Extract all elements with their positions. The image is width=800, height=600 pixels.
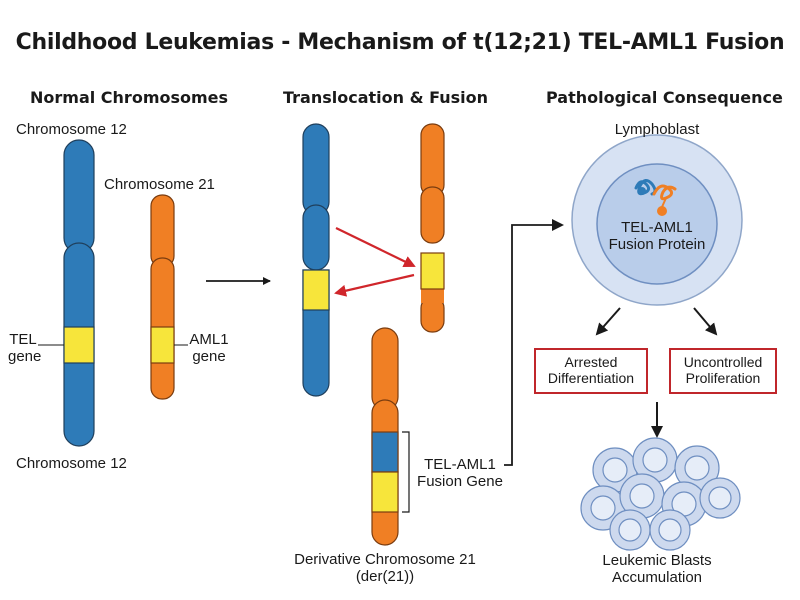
leukemic-blasts-label-line1: Leukemic Blasts (602, 552, 712, 569)
chromosome-12-normal (63, 139, 95, 447)
leukemic-blast-cluster (580, 437, 741, 551)
section-title-translocation: Translocation & Fusion (283, 88, 489, 107)
leukemic-blasts-label-line2: Accumulation (611, 569, 703, 586)
fusion-protein-label-line1: TEL-AML1 (621, 219, 693, 236)
chromosome-12-bottom-label: Chromosome 12 (16, 455, 127, 472)
diagram-title: Childhood Leukemias - Mechanism of t(12;… (15, 30, 785, 55)
arrow-to-proliferation (693, 307, 718, 336)
tel-gene-label: TEL gene (8, 331, 42, 365)
chromosome-21-label: Chromosome 21 (104, 176, 215, 193)
derivative-chromosome-label-line1: Derivative Chromosome 21 (294, 551, 476, 568)
leukemic-blasts-label: Leukemic Blasts Accumulation (587, 552, 727, 586)
section-title-consequence: Pathological Consequence (546, 88, 783, 107)
derivative-chromosome-21 (371, 327, 399, 546)
aml1-gene-label-line2: gene (192, 348, 226, 365)
aml1-gene-label-line1: AML1 (189, 331, 229, 348)
arrested-differentiation-box: Arrested Differentiation (534, 348, 648, 394)
chromosome-21-normal (150, 194, 175, 400)
fusion-gene-label-line2: Fusion Gene (417, 473, 503, 490)
chromosome-12-translocated (302, 123, 330, 397)
fusion-gene-label-line1: TEL-AML1 (424, 456, 496, 473)
aml1-gene-label: AML1 gene (186, 331, 232, 365)
fusion-gene-label: TEL-AML1 Fusion Gene (414, 456, 506, 490)
chromosome-21-translocated (420, 123, 445, 333)
derivative-chromosome-label-line2: (der(21)) (355, 568, 415, 585)
fusion-protein-label-line2: Fusion Protein (608, 236, 706, 253)
arrow-to-lymphoblast (504, 219, 564, 466)
uncontrolled-proliferation-box: Uncontrolled Proliferation (669, 348, 777, 394)
lymphoblast-cell (571, 134, 743, 306)
fusion-gene-bracket (402, 431, 410, 513)
chromosome-12-top-label: Chromosome 12 (16, 121, 127, 138)
uncontrolled-proliferation-line2: Proliferation (685, 370, 761, 386)
lymphoblast-label: Lymphoblast (614, 121, 700, 138)
fusion-protein-icon (634, 179, 677, 216)
exchange-arrow-left (334, 273, 415, 297)
uncontrolled-proliferation-line1: Uncontrolled (683, 354, 763, 370)
arrested-differentiation-line1: Arrested (564, 354, 618, 370)
section-title-normal: Normal Chromosomes (30, 88, 229, 107)
arrow-to-arrested (595, 307, 621, 336)
fusion-protein-label: TEL-AML1 Fusion Protein (597, 219, 717, 253)
derivative-chromosome-label: Derivative Chromosome 21 (der(21)) (270, 551, 500, 585)
tel-gene-label-line1: TEL (9, 331, 37, 348)
arrested-differentiation-line2: Differentiation (547, 370, 635, 386)
tel-gene-label-line2: gene (8, 348, 42, 365)
exchange-arrow-right (335, 227, 416, 268)
